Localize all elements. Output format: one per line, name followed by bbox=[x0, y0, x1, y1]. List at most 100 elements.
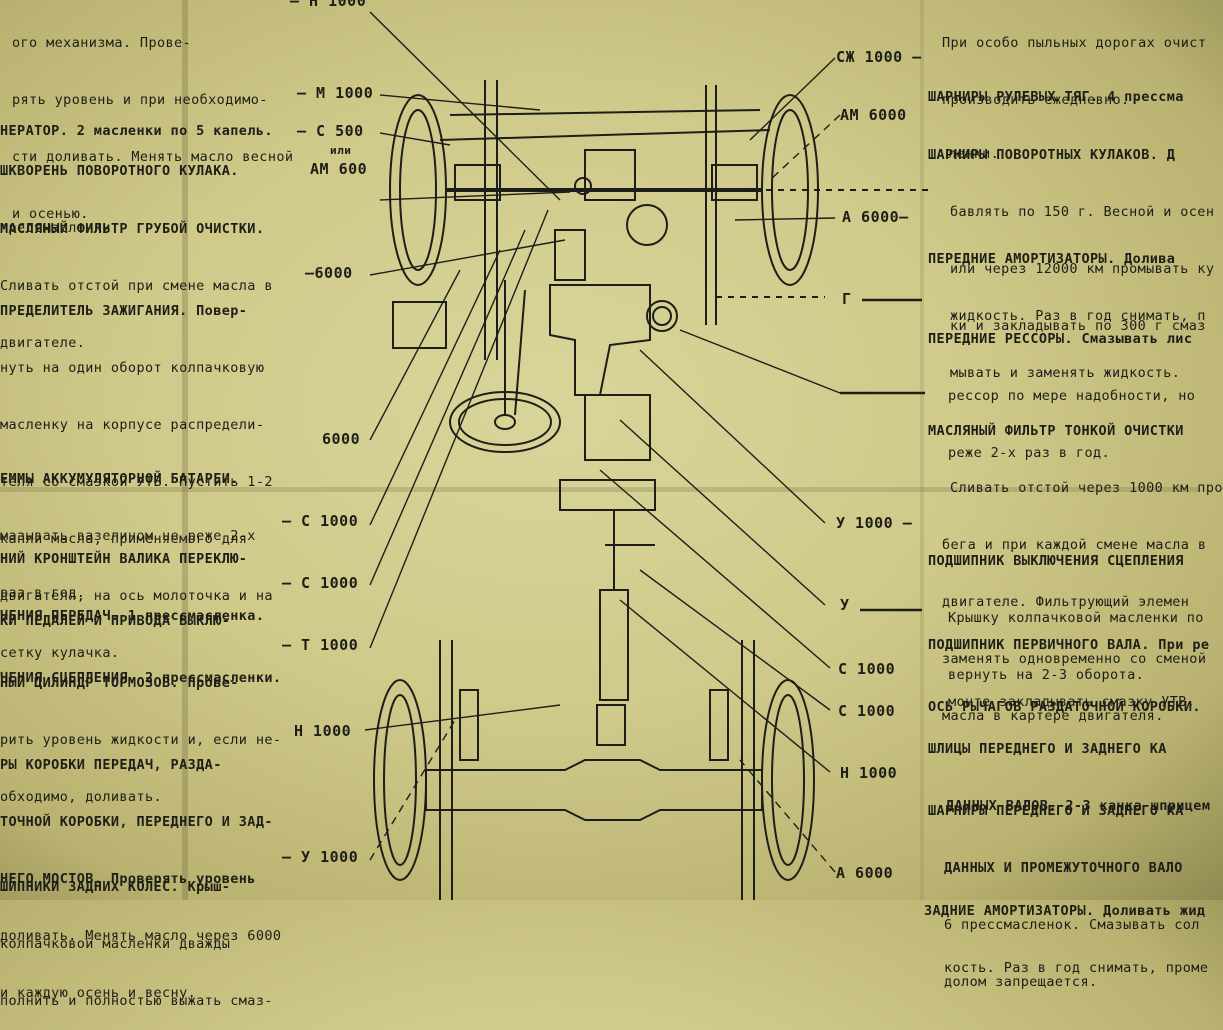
line: КИ ПЕДАЛЕЙ И ПРИВОДА ВЫКЛЮ- bbox=[0, 613, 231, 629]
line: нуть на один оборот колпачковую bbox=[0, 360, 265, 376]
line: ленки. bbox=[948, 146, 1000, 162]
line: заменять одновременно со сменой bbox=[942, 651, 1207, 667]
note-rear-shocks: ЗАДНИЕ АМОРТИЗАТОРЫ. Доливать жид кость.… bbox=[924, 864, 1208, 997]
line: ПОДШИПНИК ПЕРВИЧНОГО ВАЛА. При ре bbox=[928, 637, 1210, 653]
line: рить уровень жидкости и, если не- bbox=[0, 732, 282, 748]
line: ШИПНИКИ ЗАДНИХ КОЛЕС. Крыш- bbox=[0, 879, 231, 895]
note-shaft-splines: ШЛИЦЫ ПЕРЕДНЕГО И ЗАДНЕГО КА ДАННЫХ ВАЛО… bbox=[928, 702, 1210, 835]
rear-axle bbox=[373, 679, 815, 881]
line: мазывать вазелином не реже 2-х bbox=[0, 528, 256, 544]
line: ШАРНИРЫ ПЕРЕДНЕГО И ЗАДНЕГО КА bbox=[928, 803, 1184, 819]
note-ignition-distributor: ПРЕДЕЛИТЕЛЬ ЗАЖИГАНИЯ. Повер- нуть на од… bbox=[0, 264, 273, 682]
line: НЕГО МОСТОВ. Проверять уровень bbox=[0, 871, 256, 887]
line: МАСЛЯНЫЙ ФИЛЬТР ГРУБОЙ ОЧИСТКИ. bbox=[0, 221, 265, 237]
note-front-shocks: ПЕРЕДНИЕ АМОРТИЗАТОРЫ. Долива жидкость. … bbox=[928, 212, 1206, 402]
line: двигателе. Фильтрующий элемен bbox=[942, 594, 1190, 610]
line: При особо пыльных дорогах очист bbox=[942, 35, 1207, 51]
note-front-springs: ПЕРЕДНИЕ РЕССОРЫ. Смазывать лис рессор п… bbox=[928, 292, 1195, 482]
line: ТОЧНОЙ КОРОБКИ, ПЕРЕДНЕГО И ЗАД- bbox=[0, 814, 273, 830]
line: долом запрещается. bbox=[944, 974, 1098, 990]
line: рять уровень и при необходимо- bbox=[12, 92, 268, 108]
code-label: А 6000 bbox=[836, 864, 894, 882]
line: раз в год. bbox=[0, 585, 86, 601]
line: ШАРНИРЫ РУЛЕВЫХ ТЯГ. 4 прессма bbox=[928, 89, 1184, 105]
line: РЫ КОРОБКИ ПЕРЕДАЧ, РАЗДА- bbox=[0, 757, 222, 773]
steering-wheel bbox=[449, 280, 561, 453]
line: капли масла, применяемого для bbox=[0, 531, 248, 547]
line: 6 прессмасленок. Смазывать сол bbox=[944, 917, 1200, 933]
line: Сливать отстой через 1000 км про bbox=[950, 480, 1223, 496]
line: сетку кулачка. bbox=[0, 645, 120, 661]
line: мывать и заменять жидкость. bbox=[950, 365, 1181, 381]
line: вернуть на 2-3 оборота. bbox=[948, 667, 1145, 683]
line: колпачковой масленки дважды bbox=[0, 936, 231, 952]
line: ПЕРЕДНИЕ АМОРТИЗАТОРЫ. Долива bbox=[928, 251, 1176, 267]
note-brake-cylinder: НЫЙ ЦИЛИНДР ТОРМОЗОВ. Прове- рить уровен… bbox=[0, 636, 281, 826]
line: прессмасленки. bbox=[0, 220, 120, 236]
line: ки и закладывать по 300 г смаз bbox=[950, 318, 1206, 334]
line: ОСЬ РЫЧАГОВ РАЗДАТОЧНОЙ КОРОБКИ. bbox=[928, 699, 1201, 715]
line: сти доливать. Менять масло весной bbox=[12, 149, 294, 165]
code-label: С 1000 bbox=[838, 660, 896, 678]
code-label: Н 1000 bbox=[294, 722, 352, 740]
line: МАСЛЯНЫЙ ФИЛЬТР ТОНКОЙ ОЧИСТКИ bbox=[928, 423, 1184, 439]
line: ЧЕНИЯ СЦЕПЛЕНИЯ. 2 прессмасленки. bbox=[0, 670, 282, 686]
line: рессор по мере надобности, но bbox=[948, 388, 1196, 404]
front-axle bbox=[389, 94, 819, 286]
line: обходимо, доливать. bbox=[0, 789, 163, 805]
code-label: — У 1000 bbox=[282, 848, 359, 866]
paper-fold-vertical-right bbox=[920, 0, 924, 900]
note-cardan-joints: ШАРНИРЫ ПЕРЕДНЕГО И ЗАДНЕГО КА ДАННЫХ И … bbox=[928, 764, 1200, 1011]
line: ого механизма. Прове- bbox=[12, 35, 192, 51]
code-label: — М 1000 bbox=[297, 84, 374, 102]
paper-fold-horizontal bbox=[0, 487, 1200, 492]
line: ПЕРЕДНИЕ РЕССОРЫ. Смазывать лис bbox=[928, 331, 1193, 347]
code-label: — С 500 bbox=[297, 122, 364, 140]
note-fine-oil-filter: МАСЛЯНЫЙ ФИЛЬТР ТОНКОЙ ОЧИСТКИ Сливать о… bbox=[928, 384, 1223, 745]
code-label: У bbox=[840, 596, 850, 614]
line: НИЙ КРОНШТЕЙН ВАЛИКА ПЕРЕКЛЮ- bbox=[0, 551, 248, 567]
line: ШАРНИРЫ ПОВОРОТНЫХ КУЛАКОВ. Д bbox=[928, 147, 1176, 163]
line: Крышку колпачковой масленки по bbox=[948, 610, 1204, 626]
note-rear-wheel-bearings: ШИПНИКИ ЗАДНИХ КОЛЕС. Крыш- колпачковой … bbox=[0, 840, 273, 1030]
note-steering-rods: ШАРНИРЫ РУЛЕВЫХ ТЯГ. 4 прессма ленки. bbox=[928, 50, 1184, 183]
line: бавлять по 150 г. Весной и осен bbox=[950, 204, 1215, 220]
code-label: А 6000— bbox=[842, 208, 909, 226]
code-label: АМ 6000 bbox=[840, 106, 907, 124]
line: и каждую осень и весну. bbox=[0, 985, 197, 1001]
note-battery-terminals: ЕММЫ АККУМУЛЯТОРНОЙ БАТАРЕИ. мазывать ва… bbox=[0, 432, 256, 622]
note-gearboxes-axles: РЫ КОРОБКИ ПЕРЕДАЧ, РАЗДА- ТОЧНОЙ КОРОБК… bbox=[0, 718, 281, 1022]
line: ПОДШИПНИК ВЫКЛЮЧЕНИЯ СЦЕПЛЕНИЯ bbox=[928, 553, 1184, 569]
line: двигателя, на ось молоточка и на bbox=[0, 588, 273, 604]
line: доливать. Менять масло через 6000 bbox=[0, 928, 282, 944]
code-label: Г bbox=[842, 290, 852, 308]
note-knuckle-joints: ШАРНИРЫ ПОВОРОТНЫХ КУЛАКОВ. Д бавлять по… bbox=[928, 108, 1214, 355]
line: масленку на корпусе распредели- bbox=[0, 417, 265, 433]
leader-lines bbox=[364, 11, 841, 873]
line: монте закладывать смазку УТВ. bbox=[948, 694, 1196, 710]
note-input-shaft-bearing: ПОДШИПНИК ПЕРВИЧНОГО ВАЛА. При ре монте … bbox=[928, 598, 1209, 731]
line: ПРЕДЕЛИТЕЛЬ ЗАЖИГАНИЯ. Повер- bbox=[0, 303, 248, 319]
note-transfer-case-oil: ого механизма. Прове- рять уровень и при… bbox=[12, 0, 293, 243]
line: ЕММЫ АККУМУЛЯТОРНОЙ БАТАРЕИ. bbox=[0, 471, 239, 487]
line: и осенью. bbox=[12, 206, 89, 222]
line: масла в картере двигателя. bbox=[942, 708, 1164, 724]
note-pedals-clutch: КИ ПЕДАЛЕЙ И ПРИВОДА ВЫКЛЮ- ЧЕНИЯ СЦЕПЛЕ… bbox=[0, 574, 281, 707]
line: кость. Раз в год снимать, проме bbox=[944, 960, 1209, 976]
line: ШЛИЦЫ ПЕРЕДНЕГО И ЗАДНЕГО КА bbox=[928, 741, 1167, 757]
code-label: —6000 bbox=[305, 264, 353, 282]
code-label: С 1000 bbox=[838, 702, 896, 720]
line: двигателе. bbox=[0, 335, 86, 351]
note-transfer-lever-axis: ОСЬ РЫЧАГОВ РАЗДАТОЧНОЙ КОРОБКИ. bbox=[928, 660, 1201, 736]
code-label: — С 1000 bbox=[282, 512, 359, 530]
line: ШКВОРЕНЬ ПОВОРОТНОГО КУЛАКА. bbox=[0, 163, 239, 179]
note-shift-bracket: НИЙ КРОНШТЕЙН ВАЛИКА ПЕРЕКЛЮ- ЧЕНИЯ ПЕРЕ… bbox=[0, 512, 264, 645]
line: НЫЙ ЦИЛИНДР ТОРМОЗОВ. Прове- bbox=[0, 675, 239, 691]
line: реже 2-х раз в год. bbox=[948, 445, 1111, 461]
code-label: — Т 1000 bbox=[282, 636, 359, 654]
line: жидкость. Раз в год снимать, п bbox=[950, 308, 1206, 324]
line: производить ежедневно. bbox=[942, 92, 1130, 108]
line: ЧЕНИЯ ПЕРЕДАЧ. 1 прессмасленка. bbox=[0, 608, 265, 624]
line: бега и при каждой смене масла в bbox=[942, 537, 1207, 553]
right-code-dashes bbox=[840, 298, 925, 612]
